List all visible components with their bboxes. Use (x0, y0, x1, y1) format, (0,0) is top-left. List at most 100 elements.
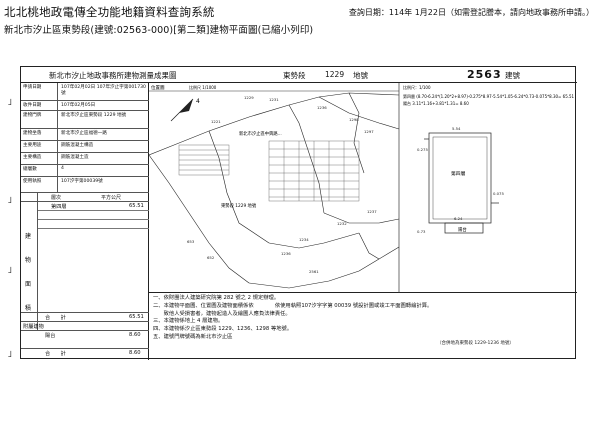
binding-mark: 」 (8, 265, 18, 275)
area-table-header: 層次 平方公尺 (21, 193, 149, 202)
annex-label: 附屬建物 (23, 324, 44, 330)
info-value: 鋼筋混凝土構造 (61, 143, 94, 148)
sheet-heading-row: 新北市汐止地政事務所建物測量成果圖 東勢段 1229 地號 2563 建號 (21, 67, 577, 83)
section-label: 東勢段 (283, 71, 306, 80)
side-label-char: 物 (25, 257, 32, 264)
plan-dimensions: 5.54 0.275 0.075 6.24 0.73 (417, 126, 504, 234)
info-label: 主要構造 (23, 155, 42, 160)
total-row: 合 計 65.51 (21, 312, 149, 321)
info-column: 申請日期 107年02月02日 107年汐止字第001730號 收件日期 107… (21, 83, 149, 360)
plan-drawing: 位置圖 比例尺 1/1000 4 (149, 83, 575, 293)
side-divider (37, 193, 38, 331)
area-row: 第四層 65.51 (37, 202, 149, 211)
floor-plan-label: 第四層 (451, 170, 466, 177)
info-row: 使用執照 107汐字第00039號 (21, 177, 149, 193)
svg-text:5.54: 5.54 (452, 126, 461, 131)
info-label: 主要用途 (23, 143, 42, 148)
info-row: 主要構造 鋼筋混凝土造 (21, 153, 149, 165)
info-row: 收件日期 107年02月05日 (21, 101, 149, 111)
location-map-label: 位置圖 (151, 84, 165, 91)
plan-drawing-area: 位置圖 比例尺 1/1000 4 (149, 83, 577, 293)
annex-header-row: 附屬建物 (21, 321, 149, 330)
note-line: 四、本建物係汐止區東勢段 1229、1236、1298 等地號。 (153, 326, 293, 333)
info-value: 107年02月05日 (61, 103, 96, 108)
svg-text:0.73: 0.73 (417, 229, 426, 234)
svg-text:1229: 1229 (244, 95, 254, 100)
side-label-char: 建 (25, 233, 32, 240)
svg-text:4: 4 (196, 98, 200, 105)
svg-text:0.075: 0.075 (493, 191, 504, 196)
binding-mark: 」 (8, 195, 18, 205)
info-row: 建物坐落 新北市汐止區福德一路 (21, 129, 149, 141)
info-row: 申請日期 107年02月02日 107年汐止字第001730號 (21, 83, 149, 101)
info-row: 主要用途 鋼筋混凝土構造 (21, 141, 149, 153)
side-label-char: 面 (25, 281, 32, 288)
annex-total-row: 合 計 8.60 (21, 348, 149, 357)
svg-text:1231: 1231 (269, 97, 279, 102)
info-value: 鋼筋混凝土造 (61, 155, 89, 160)
svg-text:1236: 1236 (281, 251, 291, 256)
svg-text:652: 652 (207, 255, 215, 260)
svg-text:1237: 1237 (367, 209, 377, 214)
query-date: 查詢日期：114年 1月22日（如需登記謄本，請向地政事務所申請。） (348, 8, 594, 17)
svg-text:0.275: 0.275 (417, 147, 428, 152)
total-label: 合 計 (45, 315, 66, 321)
info-value: 新北市汐止區福德一路 (61, 131, 107, 136)
note-line: 五、建號門牌號碼為新北市汐止區 (153, 333, 233, 340)
building-suffix: 建號 (505, 71, 520, 80)
floor-plan-outline (424, 132, 499, 234)
building-number: 2563 (467, 68, 502, 81)
floor-name: 第四層 (51, 204, 67, 210)
area-formula-1: 第四層 (8.70-6.24*(1.20*2+8.97)-0.275*8.97-… (403, 93, 575, 99)
svg-text:1298: 1298 (349, 117, 359, 122)
building-footprints (178, 140, 360, 202)
info-label: 使用執照 (23, 179, 42, 184)
binding-mark: 」 (8, 97, 18, 107)
layer-header: 層次 (51, 195, 62, 201)
area-formula-2: 陽台 3.11*1.16+3.81*1.31= 8.60 (403, 100, 469, 106)
note-line: 致他人受損害者，建物起造人及繪圖人應負法律責任。 (153, 310, 291, 317)
note-line: 三、本建物係地上 4 層建物。 (153, 318, 224, 325)
query-header: 北北桃地政電傳全功能地籍資料查詢系統 新北市汐止區東勢段(建號:02563-00… (0, 0, 600, 46)
info-label: 申請日期 (23, 85, 42, 90)
note-line: 一、依財團法人建築研究院第 282 號之 2 規定辦理。 (153, 295, 280, 301)
info-value: 新北市汐止區東勢段 1229 地號 (61, 113, 127, 118)
area-header: 平方公尺 (101, 195, 122, 201)
info-row: 總層數 4 (21, 165, 149, 177)
info-label: 建物坐落 (23, 131, 42, 136)
annex-total-value: 8.60 (129, 350, 141, 356)
side-label-char: 積 (25, 305, 32, 312)
lot-number-labels: 1229 1231 1236 1298 1297 1221 1232 1234 … (187, 95, 377, 274)
info-row: 建物門牌 新北市汐止區東勢段 1229 地號 (21, 111, 149, 129)
svg-text:2561: 2561 (309, 269, 319, 274)
survey-notes: 一、依財團法人建築研究院第 282 號之 2 規定辦理。 二、本建物平面圖、位置… (149, 293, 577, 360)
svg-text:6.24: 6.24 (454, 216, 463, 221)
north-arrow-icon: 4 (170, 98, 200, 122)
area-row-empty (37, 220, 149, 229)
total-value: 65.51 (129, 314, 144, 320)
lot-number: 1229 (325, 70, 345, 79)
merged-lot-stamp: （合併地為東勢段 1229-1236 地號） (437, 341, 514, 346)
svg-text:1232: 1232 (337, 221, 347, 226)
area-row-empty (37, 211, 149, 220)
binding-mark: 」 (8, 349, 18, 359)
lot-suffix: 地號 (353, 71, 368, 80)
svg-text:1221: 1221 (211, 119, 221, 124)
parcel-lines (149, 92, 400, 289)
svg-text:1236: 1236 (317, 105, 327, 110)
location-scale: 比例尺 1/1000 (189, 84, 217, 90)
document-subtitle: 新北市汐止區東勢段(建號:02563-000)[第二類]建物平面圖(已縮小列印) (4, 25, 314, 36)
svg-text:1297: 1297 (364, 129, 374, 134)
info-value: 107汐字第00039號 (61, 179, 103, 184)
svg-text:1234: 1234 (299, 237, 309, 242)
annex-name: 陽台 (45, 333, 56, 339)
annex-area: 8.60 (129, 332, 141, 338)
info-label: 建物門牌 (23, 113, 42, 118)
info-value: 4 (61, 166, 64, 171)
building-caption-2: 東勢段 1229 地號 (221, 202, 257, 209)
plan-scale: 比例尺：1/100 (403, 84, 431, 90)
info-value: 107年02月02日 107年汐止字第001730號 (61, 85, 146, 96)
svg-text:653: 653 (187, 239, 195, 244)
building-caption-1: 新北市汐止區中興路... (239, 130, 282, 137)
info-divider (57, 83, 58, 193)
